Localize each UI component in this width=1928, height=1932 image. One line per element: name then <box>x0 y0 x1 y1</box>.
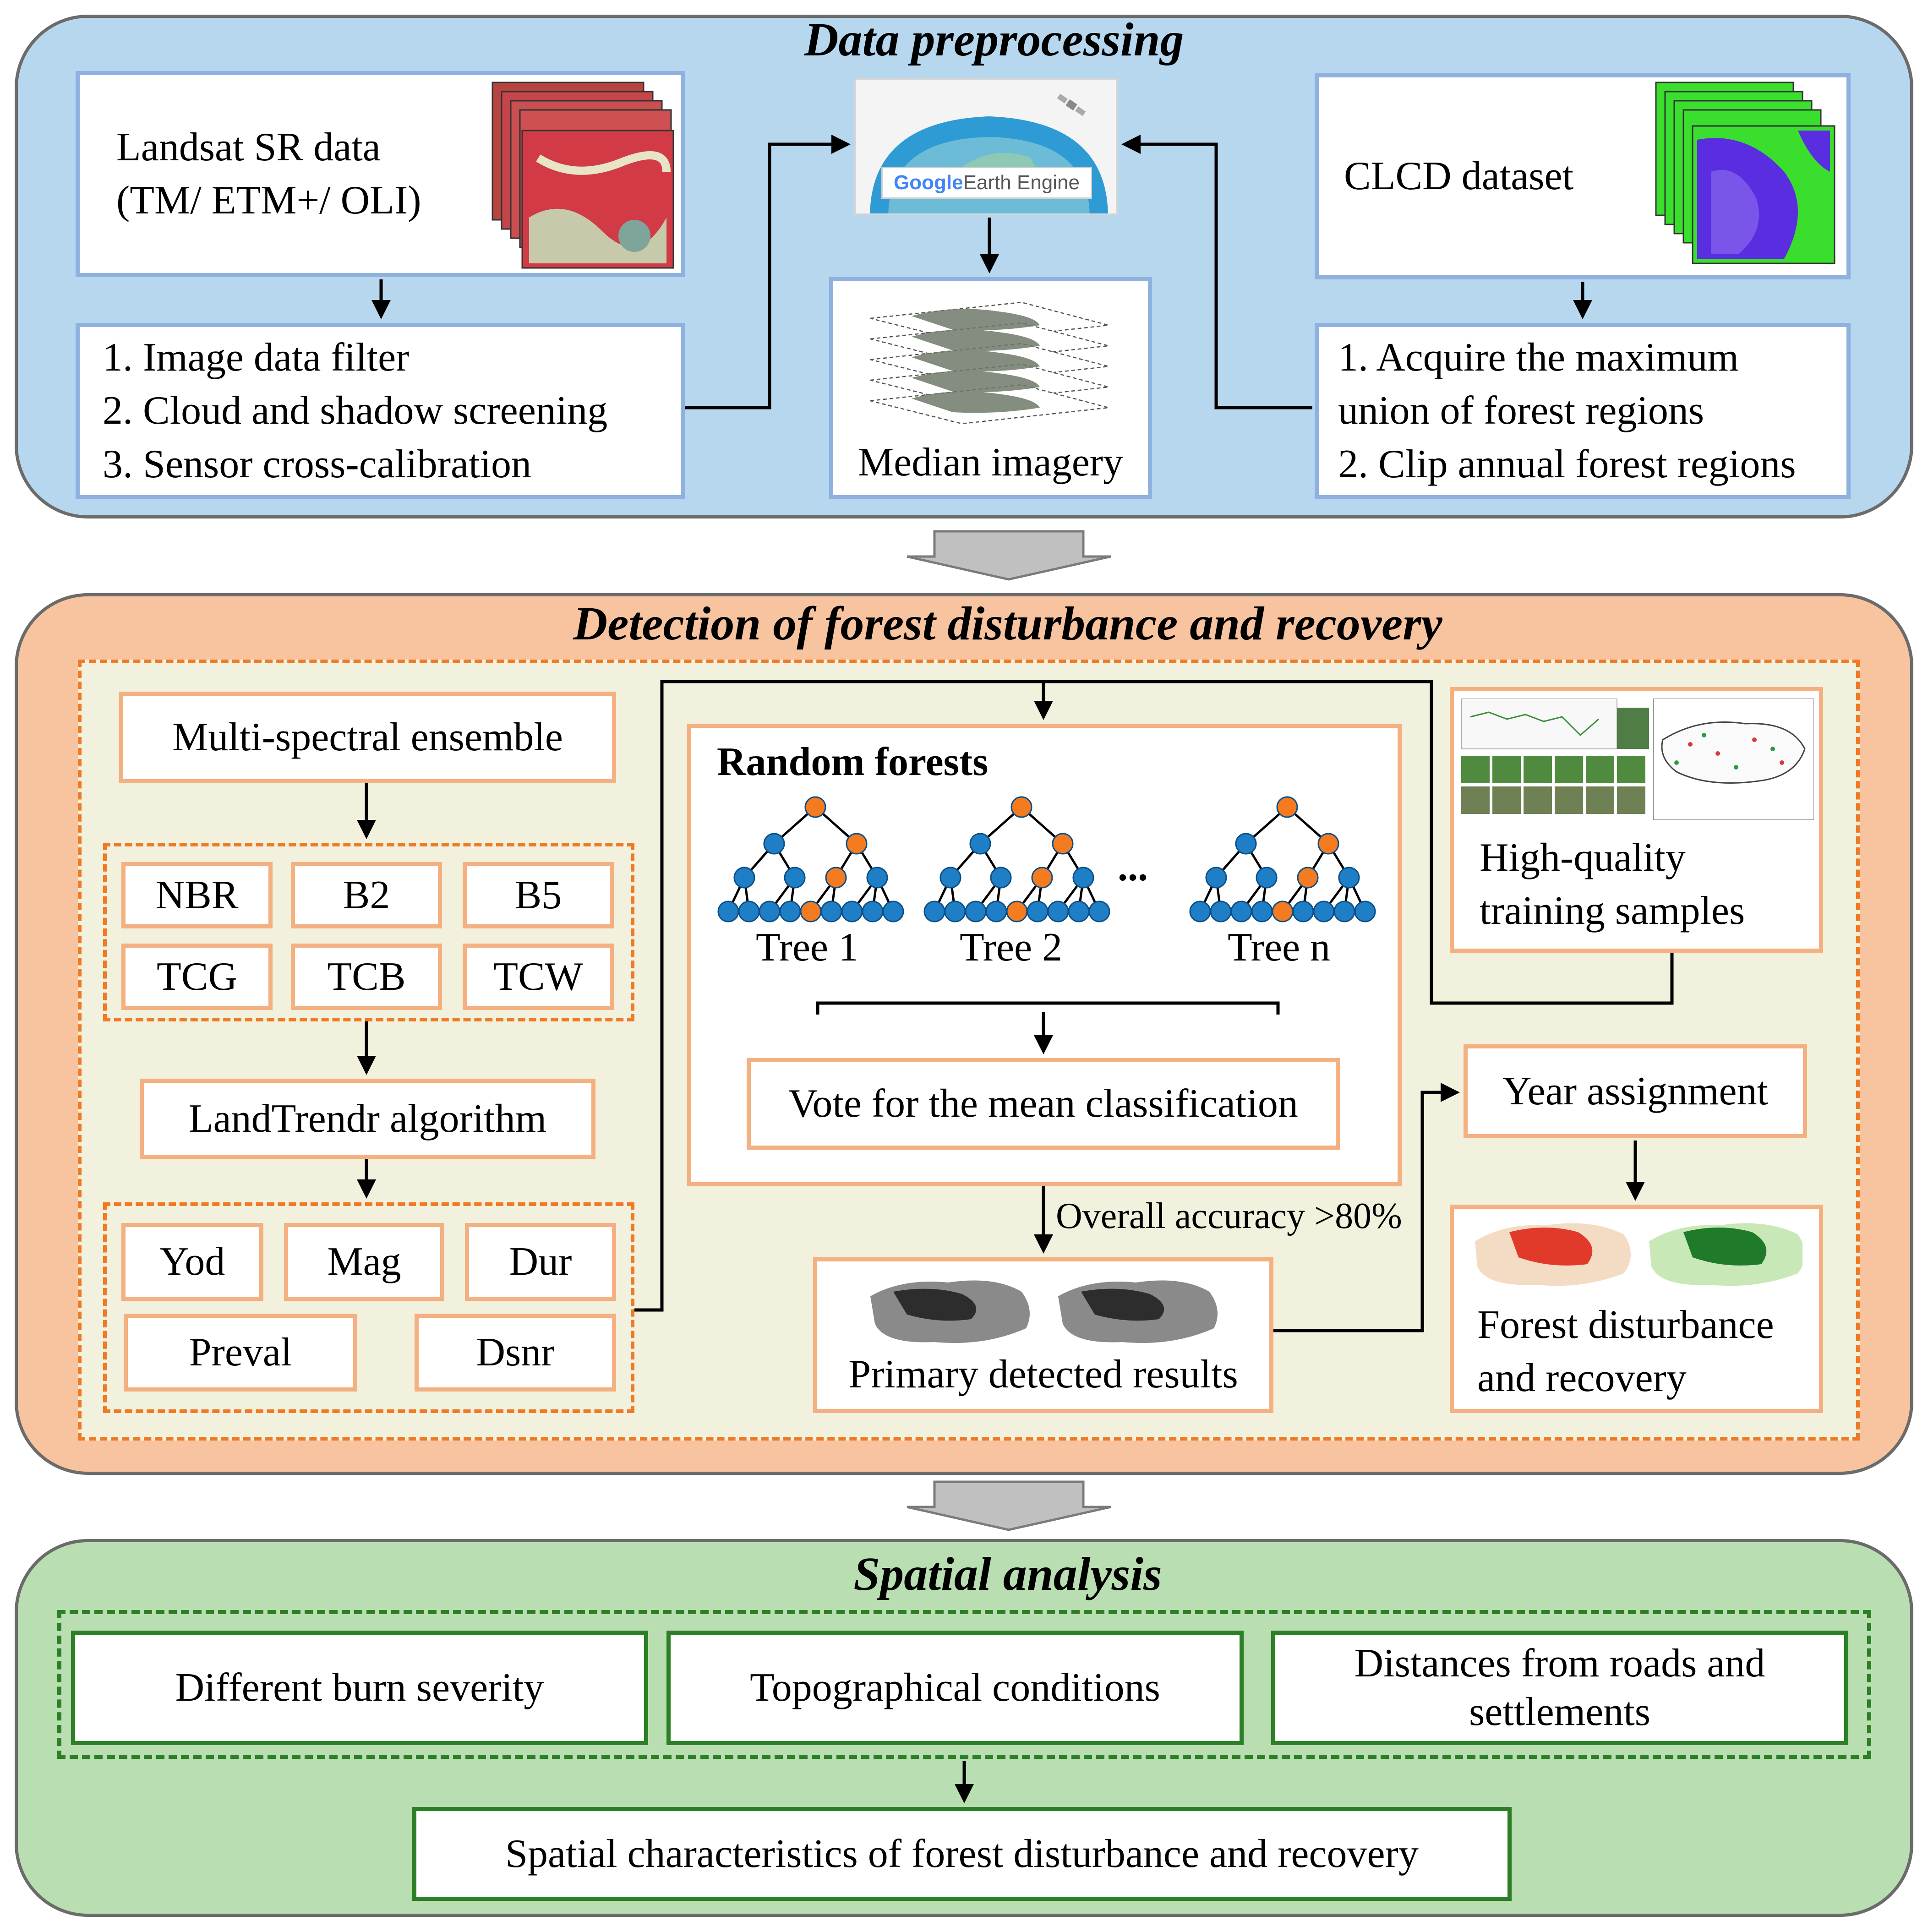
spatial-result-box: Spatial characteristics of forest distur… <box>412 1807 1512 1901</box>
training-samples-label: High-quality training samples <box>1480 831 1745 938</box>
landsat-label-line1: Landsat SR data <box>116 125 381 169</box>
landtrendr-box: LandTrendr algorithm <box>140 1079 595 1159</box>
metric-dur: Dur <box>465 1223 616 1301</box>
landsat-image-stack <box>492 82 674 269</box>
landsat-step-3: 3. Sensor cross-calibration <box>103 442 531 486</box>
median-imagery-layers <box>870 301 1109 425</box>
index-b2: B2 <box>291 862 442 928</box>
trees-bracket <box>816 1001 1280 1015</box>
arrow-steps-to-gee <box>685 135 851 409</box>
spatial-factors-group <box>57 1610 1871 1759</box>
index-tcw: TCW <box>463 944 614 1010</box>
spatial-title: Spatial analysis <box>853 1548 1162 1600</box>
arrow-metrics-to-rf <box>634 680 1053 1312</box>
primary-results-label: Primary detected results <box>848 1352 1238 1397</box>
clcd-steps-box: 1. Acquire the maximum union of forest r… <box>1315 323 1851 499</box>
arrow-down-1 <box>907 530 1111 581</box>
landsat-label-line2: (TM/ ETM+/ OLI) <box>116 178 421 223</box>
gee-engine-text: Earth Engine <box>963 171 1080 194</box>
factor-burn-severity: Different burn severity <box>71 1631 648 1745</box>
clcd-step-1b: union of forest regions <box>1338 388 1704 433</box>
gee-google-text: Google <box>894 171 963 194</box>
landsat-steps-box: 1. Image data filter 2. Cloud and shadow… <box>76 323 685 499</box>
tree-2-label: Tree 2 <box>960 925 1063 970</box>
indices-group <box>103 843 634 1021</box>
clcd-step-2: 2. Clip annual forest regions <box>1338 442 1796 486</box>
index-tcg: TCG <box>121 944 273 1010</box>
metric-dsnr: Dsnr <box>415 1314 616 1392</box>
training-samples-line1: High-quality <box>1480 835 1686 880</box>
training-samples-line2: training samples <box>1480 889 1745 933</box>
factor-topography: Topographical conditions <box>666 1631 1244 1745</box>
index-b5: B5 <box>463 862 614 928</box>
preprocessing-title: Data preprocessing <box>804 13 1184 66</box>
median-imagery-label: Median imagery <box>857 440 1124 485</box>
metric-preval: Preval <box>124 1314 357 1392</box>
random-forests-title: Random forests <box>717 740 989 784</box>
accuracy-label: Overall accuracy >80% <box>1056 1196 1402 1236</box>
forest-disturbance-line1: Forest disturbance <box>1477 1303 1774 1347</box>
gee-logo: Google Earth Engine <box>854 78 1118 215</box>
training-samples-thumbnail <box>1461 699 1814 820</box>
year-assignment-box: Year assignment <box>1464 1044 1807 1138</box>
metrics-group <box>103 1202 634 1413</box>
arrow-primary-to-year <box>1273 1083 1460 1332</box>
index-nbr: NBR <box>121 862 273 928</box>
index-tcb: TCB <box>291 944 442 1010</box>
detection-title: Detection of forest disturbance and reco… <box>573 597 1442 650</box>
metric-mag: Mag <box>284 1223 444 1301</box>
arrow-down-2 <box>907 1480 1111 1531</box>
clcd-label: CLCD dataset <box>1344 154 1574 199</box>
decision-trees <box>717 788 1383 934</box>
tree-1-label: Tree 1 <box>756 925 859 970</box>
gee-wordmark: Google Earth Engine <box>881 167 1092 199</box>
arrow-samples-to-rf <box>1043 680 1674 1005</box>
forest-disturbance-line2: and recovery <box>1477 1356 1687 1401</box>
forest-disturbance-label: Forest disturbance and recovery <box>1477 1299 1774 1405</box>
vote-box: Vote for the mean classification <box>747 1058 1340 1150</box>
factor-distances: Distances from roads and settlements <box>1271 1631 1848 1745</box>
metric-yod: Yod <box>121 1223 263 1301</box>
forest-disturbance-maps <box>1475 1223 1802 1286</box>
clcd-image-stack <box>1655 82 1835 264</box>
clcd-step-1a: 1. Acquire the maximum <box>1338 335 1739 380</box>
satellite-icon <box>1057 93 1086 116</box>
tree-n-label: Tree n <box>1228 925 1331 970</box>
landsat-step-1: 1. Image data filter <box>103 335 410 380</box>
multispectral-ensemble-box: Multi-spectral ensemble <box>119 692 616 783</box>
landsat-step-2: 2. Cloud and shadow screening <box>103 388 608 433</box>
rf-ellipsis: ... <box>1118 845 1148 890</box>
arrow-clcd-to-gee <box>1121 135 1312 409</box>
primary-results-maps <box>870 1280 1218 1343</box>
